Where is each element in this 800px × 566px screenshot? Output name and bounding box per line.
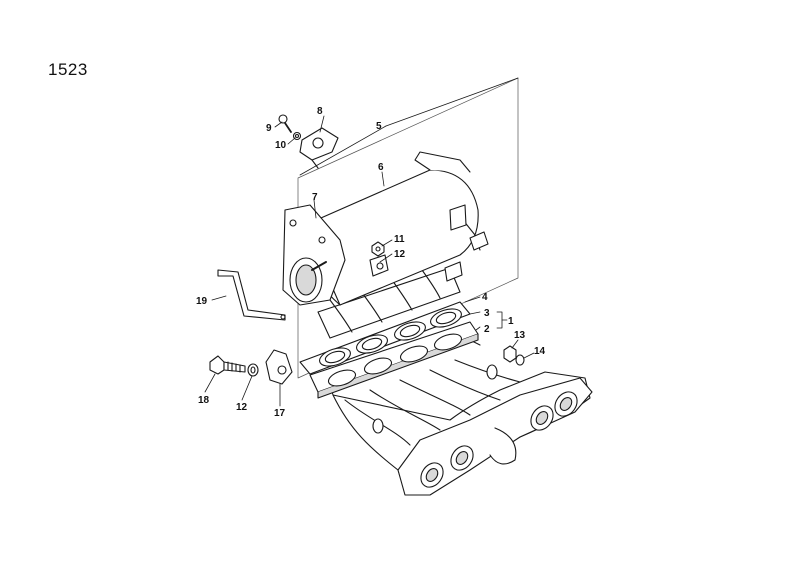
callout-12-lower: 12	[236, 402, 248, 413]
callout-10: 10	[275, 140, 287, 151]
callout-13: 13	[514, 330, 526, 341]
callout-2: 2	[484, 324, 490, 335]
callout-19: 19	[196, 296, 208, 307]
reference-plane	[297, 77, 519, 379]
leader-lines	[204, 77, 535, 407]
callout-1: 1	[508, 316, 514, 327]
bolt-18	[209, 355, 246, 375]
callout-7: 7	[312, 192, 318, 203]
knock-sensor-17	[265, 349, 293, 385]
nut-11	[371, 241, 385, 257]
callout-5: 5	[376, 121, 382, 132]
callout-14: 14	[534, 346, 546, 357]
gasket-lower	[309, 321, 479, 399]
callout-12-upper: 12	[394, 249, 406, 260]
callout-8: 8	[317, 106, 323, 117]
nut-13	[503, 345, 517, 363]
plenum-chamber	[282, 151, 489, 306]
diagram-id: 1523	[48, 60, 88, 79]
screw-9	[278, 114, 292, 133]
sensor-8	[299, 127, 339, 169]
callout-3: 3	[484, 308, 490, 319]
callout-9: 9	[266, 123, 272, 134]
callout-4: 4	[482, 292, 488, 303]
callout-11: 11	[394, 234, 405, 245]
gasket-upper	[299, 301, 471, 375]
callouts: 1 2 3 4 5 6 7 8 9 10 11 12 12 13 14 17 1…	[196, 106, 546, 419]
washer-12-lower	[247, 363, 259, 377]
callout-6: 6	[378, 162, 384, 173]
washer-14	[515, 354, 525, 366]
bracket-19	[217, 269, 286, 321]
callout-18: 18	[198, 395, 210, 406]
callout-17: 17	[274, 408, 286, 419]
intake-manifold-lower	[329, 339, 593, 496]
